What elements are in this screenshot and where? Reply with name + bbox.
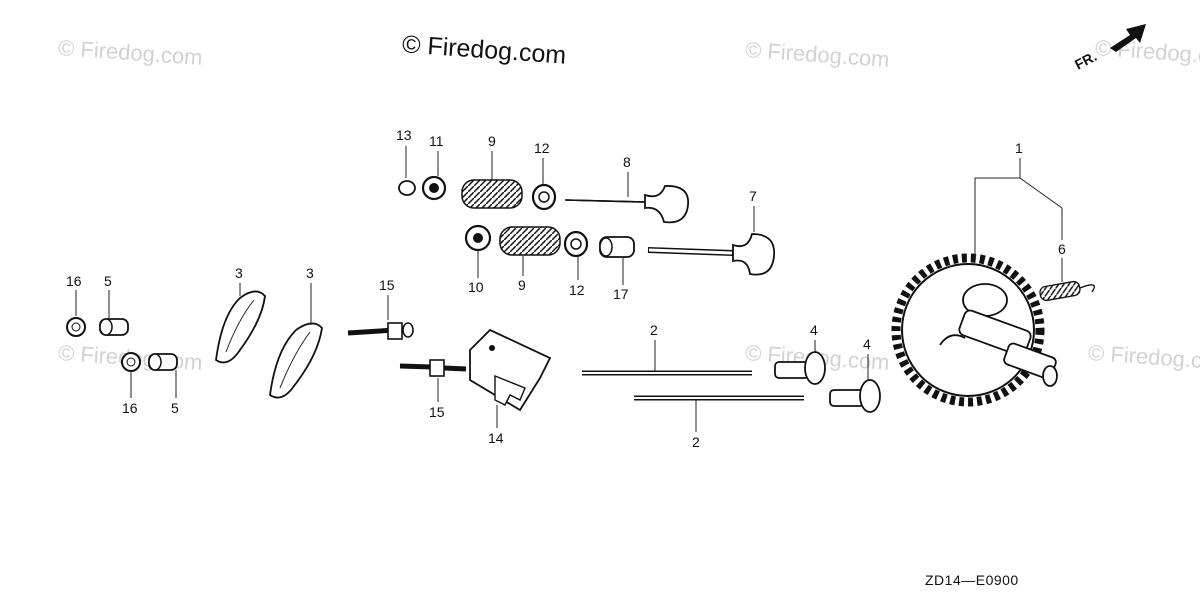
callout-6: 6: [1058, 241, 1066, 257]
part-lock-nut: [121, 352, 141, 372]
callout-17: 17: [613, 286, 629, 302]
callout-12: 12: [534, 140, 550, 156]
part-valve-cap: [599, 236, 635, 258]
part-rocker-arm: [269, 322, 323, 399]
callout-13: 13: [396, 127, 412, 143]
part-rocker-arm-pivot: [148, 353, 178, 371]
callout-1: 1: [1015, 140, 1023, 156]
callout-3: 3: [306, 265, 314, 281]
front-direction-arrow-icon: FR.: [1072, 24, 1146, 73]
callout-9: 9: [518, 277, 526, 293]
diagram-code: ZD14—E0900: [925, 572, 1019, 588]
part-rocker-arm-stud: [347, 322, 414, 340]
part-valve-retainer: [421, 175, 447, 201]
callout-16: 16: [66, 273, 82, 289]
callout-10: 10: [468, 279, 484, 295]
part-rocker-arm-pivot: [99, 318, 129, 336]
callout-9: 9: [488, 133, 496, 149]
part-valve-spring: [461, 179, 523, 209]
part-valve-lifter: [829, 379, 881, 413]
part-valve-stem-seal: [531, 183, 557, 211]
callout-11: 11: [429, 133, 444, 149]
callout-4: 4: [863, 336, 871, 352]
callout-3: 3: [235, 265, 243, 281]
callouts: 13 11 9 12 8 7 1 6 10 9 12 17 16 5 3 3 1…: [66, 127, 1066, 450]
part-decompressor-spring: [1039, 280, 1095, 302]
part-valve-lifter: [774, 351, 826, 385]
part-valve-cotter: [398, 180, 416, 196]
callout-2: 2: [692, 434, 700, 450]
callout-5: 5: [104, 273, 112, 289]
part-camshaft-assembly: [891, 253, 1058, 407]
leader-lines: [75, 146, 1063, 432]
part-rocker-arm-stud: [399, 359, 467, 377]
part-valve-spring-seat: [464, 224, 492, 252]
callout-15: 15: [429, 404, 445, 420]
callout-4: 4: [810, 322, 818, 338]
part-rocker-arm: [215, 290, 266, 364]
part-exhaust-valve: [564, 185, 689, 224]
part-valve-stem-seal: [563, 230, 589, 258]
callout-7: 7: [749, 188, 757, 204]
callout-8: 8: [623, 154, 631, 170]
part-pushrod-guide-plate: [469, 328, 552, 412]
callout-16: 16: [122, 400, 138, 416]
callout-5: 5: [171, 400, 179, 416]
callout-12: 12: [569, 282, 585, 298]
part-valve-spring: [499, 226, 561, 256]
callout-2: 2: [650, 322, 658, 338]
direction-label: FR.: [1072, 48, 1099, 73]
callout-15: 15: [379, 277, 395, 293]
part-intake-valve: [647, 233, 775, 276]
part-lock-nut: [66, 317, 86, 337]
callout-14: 14: [488, 430, 504, 446]
